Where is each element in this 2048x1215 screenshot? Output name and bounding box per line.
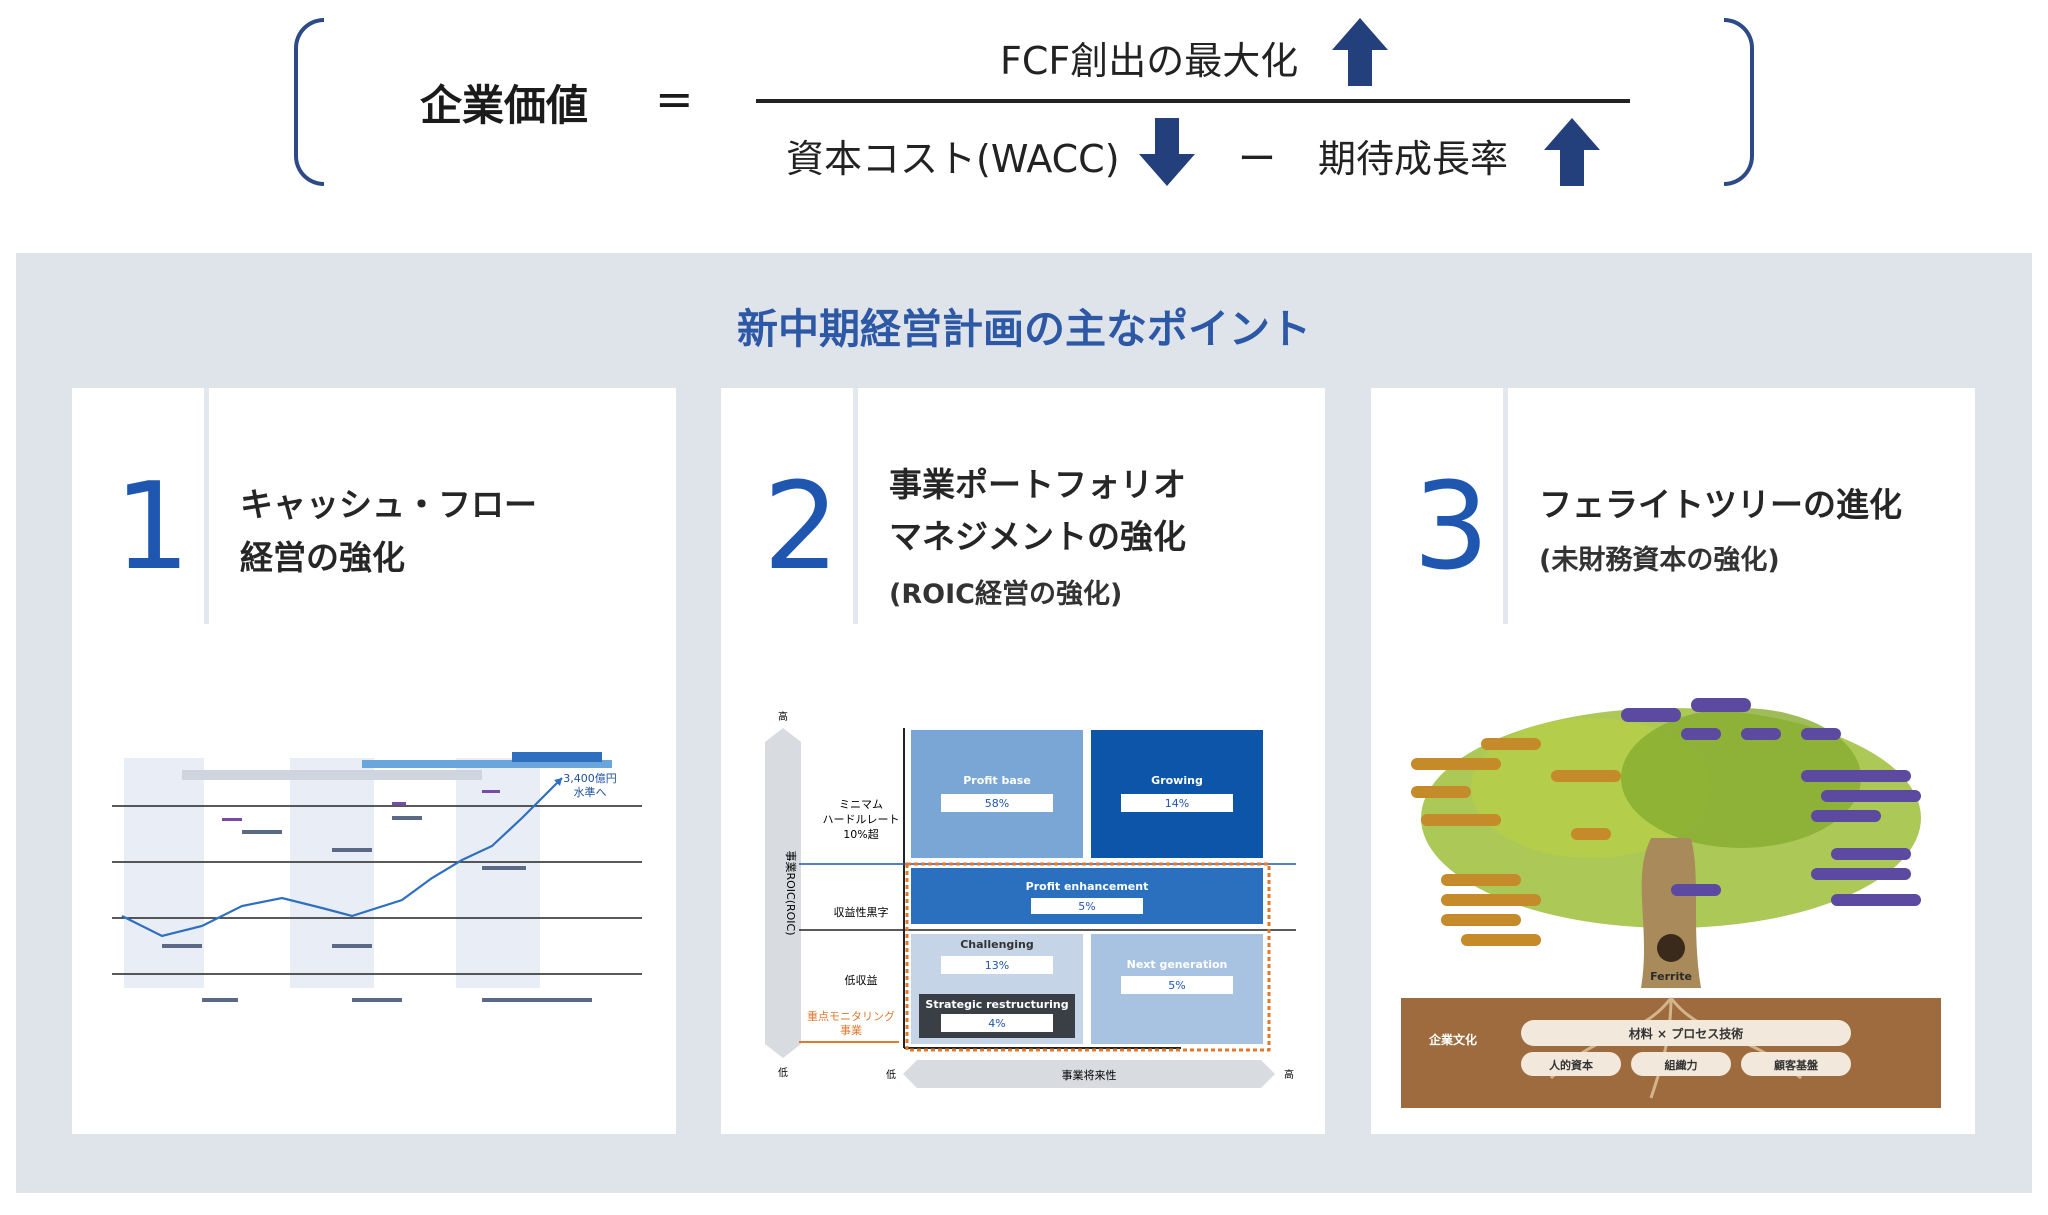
svg-text:収益性黒字: 収益性黒字 — [834, 905, 889, 919]
svg-text:5%: 5% — [1078, 900, 1095, 913]
formula-minus: ー — [1238, 137, 1277, 181]
card-number: 1 — [114, 458, 191, 597]
svg-text:材料 × プロセス技術: 材料 × プロセス技術 — [1628, 1026, 1743, 1041]
card-heading-line1: キャッシュ・フロー — [240, 485, 537, 524]
svg-text:14%: 14% — [1165, 797, 1189, 810]
card-1: 1 キャッシュ・フロー 経営の強化 3,400億円 水準へ — [72, 388, 676, 1134]
fraction-line — [756, 99, 1630, 103]
card-subheading: (ROIC経営の強化) — [889, 579, 1123, 610]
card-heading-line2: 経営の強化 — [240, 538, 405, 577]
svg-text:事業: 事業 — [840, 1024, 862, 1037]
svg-text:4%: 4% — [988, 1017, 1005, 1030]
ferrite-tree-thumbnail: Ferrite 企業文化 材料 × プロセス技術 人的資本 組織力 顧客基盤 — [1401, 698, 1941, 1108]
card-subheading: (未財務資本の強化) — [1539, 545, 1780, 576]
svg-text:ハードルレート: ハードルレート — [823, 813, 900, 826]
section-title: 新中期経営計画の主なポイント — [737, 305, 1311, 353]
formula-right-bracket — [1724, 18, 1754, 186]
card-3: 3 フェライトツリーの進化 (未財務資本の強化) Ferrite — [1371, 388, 1975, 1134]
card-number: 3 — [1413, 458, 1490, 597]
svg-text:Growing: Growing — [1151, 774, 1203, 787]
svg-text:高: 高 — [778, 710, 788, 723]
svg-text:Challenging: Challenging — [960, 938, 1034, 951]
svg-text:高: 高 — [1284, 1068, 1294, 1081]
svg-text:5%: 5% — [1168, 979, 1185, 992]
card-2: 2 事業ポートフォリオ マネジメントの強化 (ROIC経営の強化) 高 低 事業… — [721, 388, 1325, 1134]
card-heading-line1: フェライトツリーの進化 — [1539, 485, 1902, 524]
tree-base-left: 企業文化 — [1428, 1032, 1477, 1047]
card-heading-line1: 事業ポートフォリオ — [889, 465, 1186, 504]
card-heading-line2: マネジメントの強化 — [889, 517, 1186, 556]
formula-denominator-right: 期待成長率 — [1318, 137, 1509, 181]
svg-text:ミニマム: ミニマム — [839, 798, 883, 811]
svg-text:人的資本: 人的資本 — [1549, 1058, 1593, 1072]
formula-left-bracket — [294, 18, 324, 186]
svg-text:低収益: 低収益 — [845, 973, 878, 987]
formula-denominator-left: 資本コスト(WACC) — [786, 137, 1120, 181]
svg-text:Profit base: Profit base — [963, 774, 1031, 787]
card-divider — [204, 388, 209, 624]
svg-text:組織力: 組織力 — [1665, 1058, 1698, 1072]
svg-text:事業将来性: 事業将来性 — [1062, 1068, 1117, 1082]
card-divider — [1503, 388, 1508, 624]
svg-text:低: 低 — [886, 1068, 896, 1081]
svg-text:重点モニタリング: 重点モニタリング — [807, 1009, 895, 1023]
svg-text:Strategic restructuring: Strategic restructuring — [925, 998, 1068, 1011]
arrow-down-icon — [1139, 118, 1195, 186]
cashflow-target-label: 3,400億円 — [563, 772, 617, 785]
arrow-up-icon — [1544, 118, 1600, 186]
arrow-up-icon — [1332, 18, 1388, 86]
svg-text:水準へ: 水準へ — [574, 785, 607, 799]
cashflow-chart-thumbnail: 3,400億円 水準へ — [112, 752, 642, 1002]
svg-text:58%: 58% — [985, 797, 1009, 810]
formula-lhs: 企業価値 — [420, 81, 589, 130]
svg-text:13%: 13% — [985, 959, 1009, 972]
portfolio-matrix-thumbnail: 高 低 事業ROIC(ROIC) ミニマム ハードルレート 10%超 収益性黒字… — [765, 710, 1296, 1088]
formula-equals: = — [655, 72, 694, 126]
svg-text:10%超: 10%超 — [843, 827, 878, 841]
svg-text:低: 低 — [778, 1066, 788, 1079]
tree-trunk-label: Ferrite — [1650, 970, 1692, 983]
svg-text:顧客基盤: 顧客基盤 — [1774, 1058, 1819, 1072]
svg-text:事業ROIC(ROIC): 事業ROIC(ROIC) — [784, 850, 797, 935]
card-number: 2 — [763, 458, 840, 597]
card-divider — [853, 388, 858, 624]
svg-text:Next generation: Next generation — [1127, 958, 1228, 971]
formula-numerator: FCF創出の最大化 — [1000, 39, 1299, 83]
svg-text:Profit enhancement: Profit enhancement — [1026, 880, 1149, 893]
